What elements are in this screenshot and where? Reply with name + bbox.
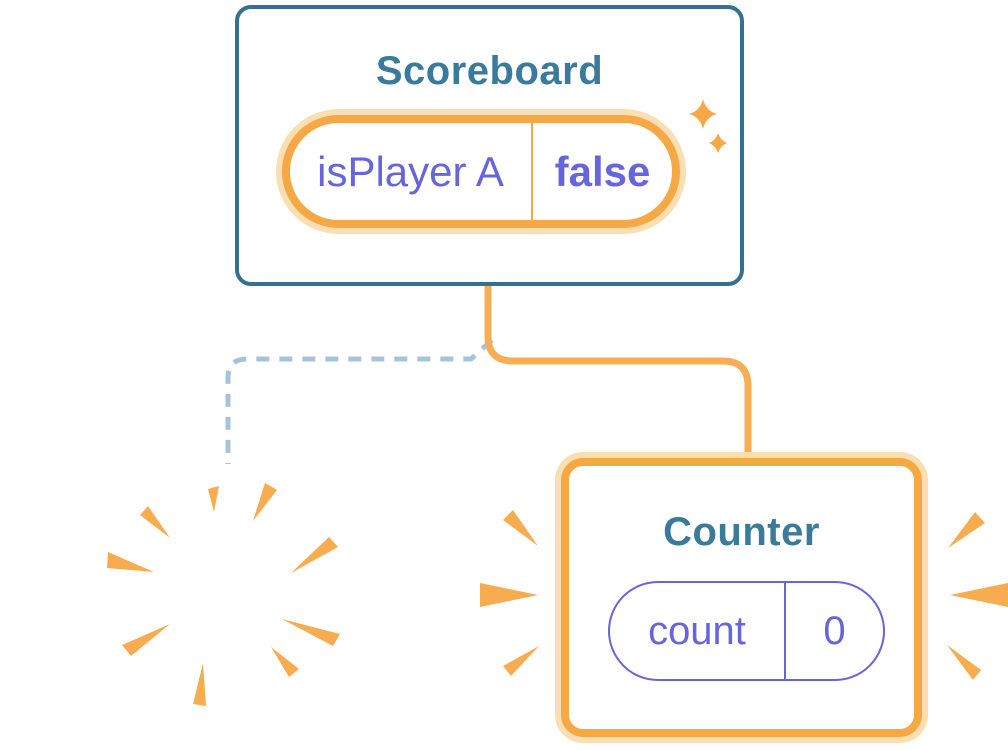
counter-state-pill: count 0 (608, 581, 885, 681)
counter-title: Counter (663, 510, 820, 554)
state-value: false (554, 147, 651, 195)
solid-connector-to-counter (484, 284, 752, 458)
scoreboard-title: Scoreboard (375, 49, 604, 93)
dashed-connector-to-destroyed (225, 338, 494, 464)
state-key: isPlayer A (290, 123, 533, 220)
destroyed-component-card (82, 446, 370, 734)
state-value: 0 (823, 608, 846, 653)
scoreboard-component-card: Scoreboard isPlayer A false (235, 5, 744, 286)
scoreboard-state-pill: isPlayer A false (282, 115, 680, 228)
counter-component-card: Counter count 0 (561, 458, 922, 737)
state-key: count (610, 583, 786, 679)
